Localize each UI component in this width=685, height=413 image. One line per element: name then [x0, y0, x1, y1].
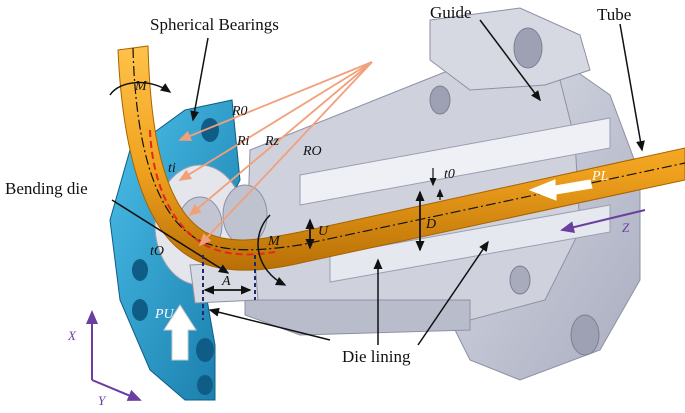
symbol-pl: PL [591, 169, 609, 184]
axes-triad [86, 209, 646, 401]
symbol-d: D [425, 217, 436, 232]
symbol-pu: PU [154, 307, 175, 322]
label-tube: Tube [597, 5, 631, 24]
symbol-u: U [318, 224, 329, 239]
axis-y-label: Y [98, 393, 107, 408]
symbol-a: A [221, 274, 231, 289]
label-guide: Guide [430, 3, 472, 22]
leader-lines [111, 19, 645, 346]
dimension-marks [109, 81, 444, 320]
axis-x-label: X [67, 328, 77, 343]
axis-z-label: Z [622, 220, 630, 235]
symbol-ro: RO [302, 144, 322, 159]
label-die-lining: Die lining [342, 347, 411, 366]
symbol-to: tO [150, 244, 164, 259]
symbol-r0: R0 [231, 104, 248, 119]
force-arrows [163, 179, 593, 361]
label-spherical-bearings: Spherical Bearings [150, 15, 279, 34]
symbol-rz: Rz [264, 134, 280, 149]
label-bending-die: Bending die [5, 179, 88, 198]
radius-lines [178, 61, 373, 247]
guide-body [244, 7, 641, 381]
symbol-ti: ti [168, 161, 176, 176]
symbol-t0: t0 [444, 167, 455, 182]
symbol-m-top: M [134, 79, 148, 94]
symbol-ri: Ri [236, 134, 250, 149]
symbol-m-mid: M [267, 234, 281, 249]
